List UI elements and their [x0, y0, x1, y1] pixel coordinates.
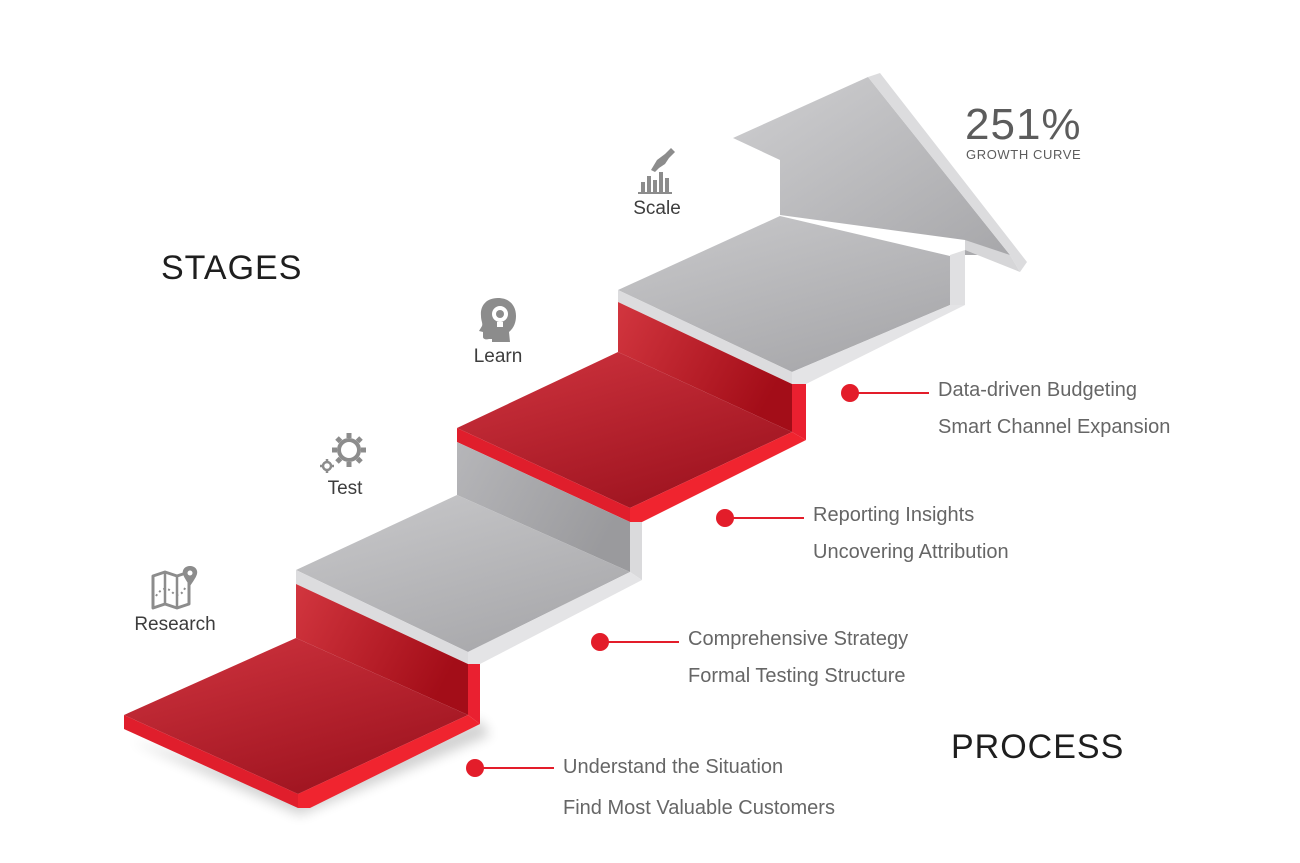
process-bullet: [591, 633, 609, 651]
process-text: Data-driven Budgeting Smart Channel Expa…: [938, 372, 1170, 446]
step-4-right-edge: [792, 305, 965, 384]
arrow-head-side: [965, 240, 1020, 272]
arrow-shaft-side: [950, 250, 965, 305]
stage-test: Test: [285, 426, 405, 500]
stage-scale: Scale: [597, 146, 717, 220]
process-title: PROCESS: [951, 728, 1125, 766]
step-3-right-edge: [630, 432, 806, 522]
process-text: Reporting Insights Uncovering Attributio…: [813, 497, 1009, 571]
process-text: Understand the Situation Find Most Valua…: [563, 747, 835, 829]
step-1-front-edge: [124, 715, 298, 808]
stages-title: STAGES: [161, 249, 303, 287]
process-connector: [601, 641, 679, 643]
riser-3-edge: [792, 384, 806, 440]
step-2-right-edge: [468, 572, 642, 664]
gears-icon: [319, 426, 371, 474]
riser-3: [618, 302, 792, 432]
process-line-1: Reporting Insights: [813, 504, 975, 526]
step-4-top: [618, 216, 950, 372]
process-connector: [726, 517, 804, 519]
process-text: Comprehensive Strategy Formal Testing St…: [688, 621, 908, 695]
step-3-front-edge: [457, 428, 630, 522]
process-line-2: Uncovering Attribution: [813, 541, 1009, 563]
riser-2-edge: [630, 522, 642, 580]
process-connector: [476, 767, 554, 769]
map-pin-icon: [150, 562, 200, 610]
step-1-right-edge: [298, 715, 480, 808]
step-3-top: [457, 352, 792, 508]
stage-label: Learn: [473, 346, 523, 367]
process-bullet: [466, 759, 484, 777]
process-line-1: Understand the Situation: [563, 756, 784, 778]
process-line-1: Comprehensive Strategy: [688, 628, 909, 650]
process-line-2: Formal Testing Structure: [688, 665, 906, 687]
arrow-head-edge: [868, 73, 1027, 272]
process-line-2: Find Most Valuable Customers: [563, 797, 835, 819]
growth-label: GROWTH CURVE: [966, 147, 1082, 162]
step-2-top: [296, 495, 630, 652]
stage-research: Research: [115, 562, 235, 636]
stage-label: Test: [327, 478, 363, 499]
process-bullet: [841, 384, 859, 402]
process-line-1: Data-driven Budgeting: [938, 379, 1138, 401]
step-1-top: [124, 638, 468, 794]
process-connector: [851, 392, 929, 394]
process-line-2: Smart Channel Expansion: [938, 416, 1171, 438]
growth-value: 251%: [965, 100, 1082, 149]
riser-1: [296, 584, 468, 715]
stage-learn: Learn: [438, 294, 558, 368]
process-bullet: [716, 509, 734, 527]
stage-label: Research: [134, 614, 216, 635]
step-4-front-edge: [618, 290, 792, 384]
riser-2: [457, 442, 630, 572]
head-lightbulb-icon: [478, 294, 518, 342]
hand-bar-chart-icon: [637, 146, 677, 194]
arrow-head-top: [733, 77, 1010, 255]
step-2-front-edge: [296, 570, 468, 664]
riser-1-edge: [468, 664, 480, 724]
stage-label: Scale: [633, 198, 681, 219]
